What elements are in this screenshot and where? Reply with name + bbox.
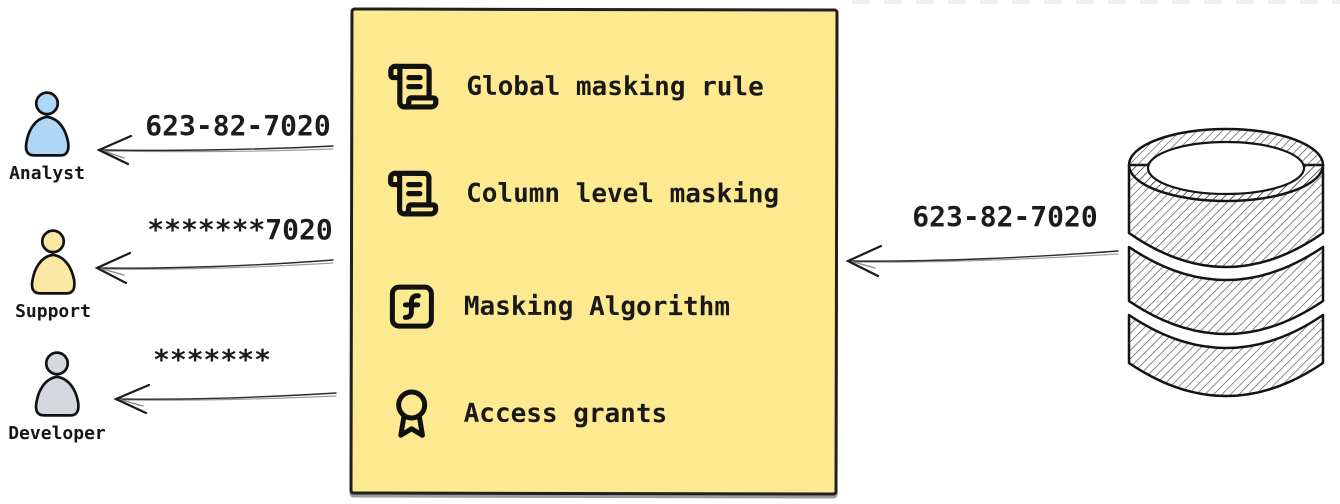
masking-item-label: Access grants (463, 398, 668, 430)
database-output-value: 623-82-7020 (912, 200, 1098, 233)
persona-support: Support (6, 228, 100, 322)
dashed-page-edge (852, 0, 1340, 4)
award-icon (396, 389, 428, 438)
analyst-label: Analyst (9, 163, 85, 184)
arrow-db-to-box (845, 244, 1119, 278)
masking-item-global-rule: Global masking rule (386, 59, 764, 116)
support-received-value: *******7020 (147, 213, 333, 246)
scroll-text-icon (388, 63, 439, 110)
support-label: Support (15, 301, 91, 322)
arrow-to-developer (113, 383, 337, 415)
persona-developer: Developer (8, 350, 106, 444)
database-icon (1127, 127, 1325, 398)
masking-item-label: Column level masking (466, 178, 780, 210)
support-person-icon (30, 229, 76, 295)
analyst-received-value: 623-82-7020 (145, 109, 331, 142)
developer-received-value: ******* (152, 343, 271, 376)
masking-item-label: Masking Algorithm (463, 291, 731, 323)
developer-person-icon (34, 351, 80, 417)
masking-item-algorithm: Masking Algorithm (386, 279, 730, 336)
masking-item-access-grants: Access grants (386, 381, 668, 448)
masking-rules-box: Global masking rule Column level masking… (349, 7, 839, 496)
masking-item-column-level: Column level masking (386, 166, 779, 223)
function-square-icon (389, 284, 434, 329)
masking-item-label: Global masking rule (466, 71, 764, 103)
persona-analyst: Analyst (0, 90, 94, 184)
scroll-text-icon (388, 170, 439, 217)
arrow-to-support (94, 251, 334, 285)
analyst-person-icon (24, 91, 70, 157)
developer-label: Developer (8, 423, 106, 444)
